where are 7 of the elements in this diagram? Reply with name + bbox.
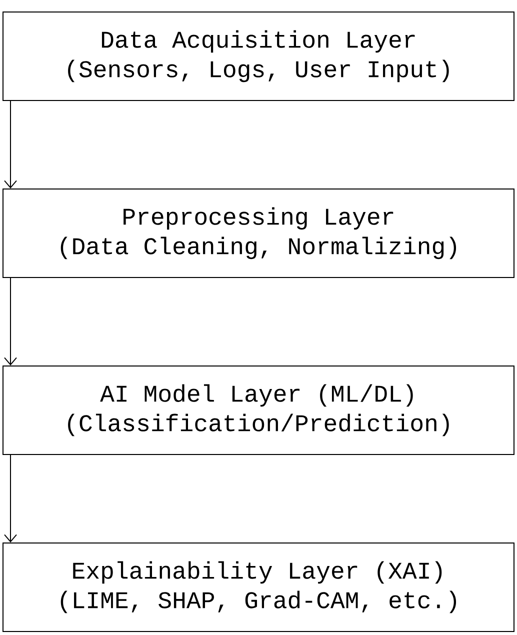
- layer-box: Data Acquisition Layer (Sensors, Logs, User Input): [2, 11, 514, 101]
- layer-box: Explainability Layer (XAI) (LIME, SHAP, Grad-CAM, etc.): [2, 542, 514, 632]
- arrow: [4, 277, 17, 366]
- arrow: [4, 100, 17, 188]
- layer-box: Preprocessing Layer (Data Cleaning, Normalizing): [2, 188, 514, 278]
- layer-box: AI Model Layer (ML/DL) (Classification/Prediction): [2, 365, 514, 455]
- arrow: [4, 454, 17, 542]
